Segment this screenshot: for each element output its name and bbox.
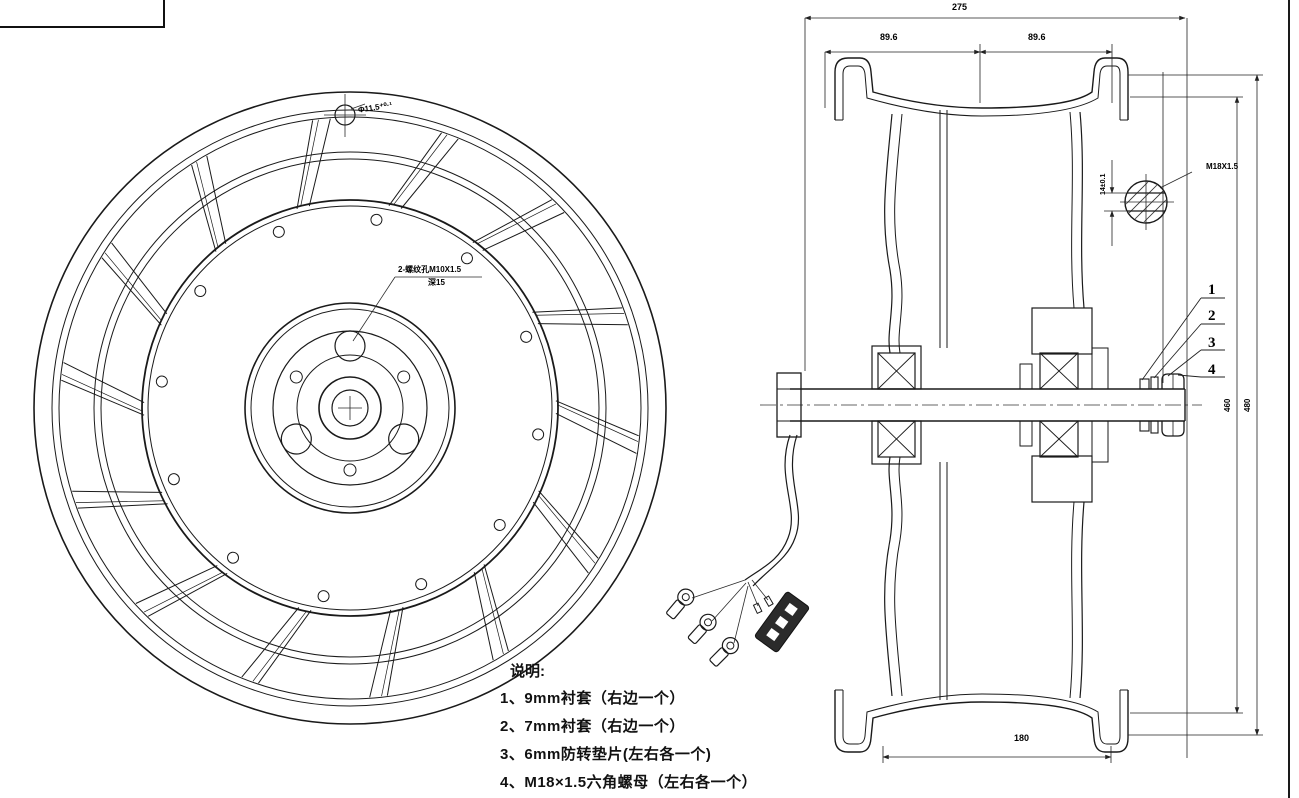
- dim-dia-outer: 480: [1243, 398, 1252, 412]
- dim-inner-width: 180: [1014, 733, 1030, 743]
- part-leaders: [1141, 297, 1225, 381]
- dim-overall-width: 275: [952, 2, 968, 12]
- dim-axle-flat: 14±0.1: [1100, 173, 1107, 195]
- dim-offset-right: 89.6: [1028, 32, 1046, 42]
- ring-terminal: [687, 613, 717, 645]
- note-item-1: 1、9mm衬套（右边一个）: [500, 690, 685, 707]
- notes-block: 说明: 1、9mm衬套（右边一个） 2、7mm衬套（右边一个） 3、6mm防转垫…: [500, 660, 757, 798]
- hub-holes: [280, 330, 420, 477]
- hub-note-line2: 深15: [428, 278, 445, 287]
- dim-dia-inner: 460: [1223, 398, 1232, 412]
- callout-4: 4: [1208, 362, 1216, 378]
- dimension-lines: [804, 15, 1263, 763]
- section-view: [666, 15, 1263, 763]
- valve-hole: [324, 94, 366, 137]
- phase-wires: [666, 434, 810, 667]
- note-item-4: 4、M18×1.5六角螺母（左右各一个）: [500, 774, 758, 791]
- thread-label: M18X1.5: [1206, 162, 1239, 171]
- callout-1: 1: [1208, 282, 1216, 298]
- note-item-2: 2、7mm衬套（右边一个）: [500, 718, 685, 735]
- notes-title: 说明:: [510, 663, 545, 680]
- hub-circles: [244, 302, 456, 514]
- sheet-border-right: [1288, 0, 1290, 798]
- hub-note-line1: 2-螺纹孔M10X1.5: [398, 265, 462, 274]
- ring-terminal: [666, 588, 695, 620]
- dim-offset-left: 89.6: [880, 32, 898, 42]
- front-view-wheel: [33, 91, 667, 725]
- callout-2: 2: [1208, 308, 1216, 324]
- connector-block: [754, 591, 810, 653]
- rim-circles: [33, 91, 667, 725]
- hub-note-leader: [352, 276, 482, 342]
- ring-terminal: [709, 637, 739, 667]
- axle: [776, 372, 1186, 438]
- title-block-stub: [0, 0, 165, 28]
- callout-3: 3: [1208, 335, 1216, 351]
- note-item-3: 3、6mm防转垫片(左右各一个): [500, 746, 712, 763]
- shaft-end-detail: [1104, 160, 1193, 246]
